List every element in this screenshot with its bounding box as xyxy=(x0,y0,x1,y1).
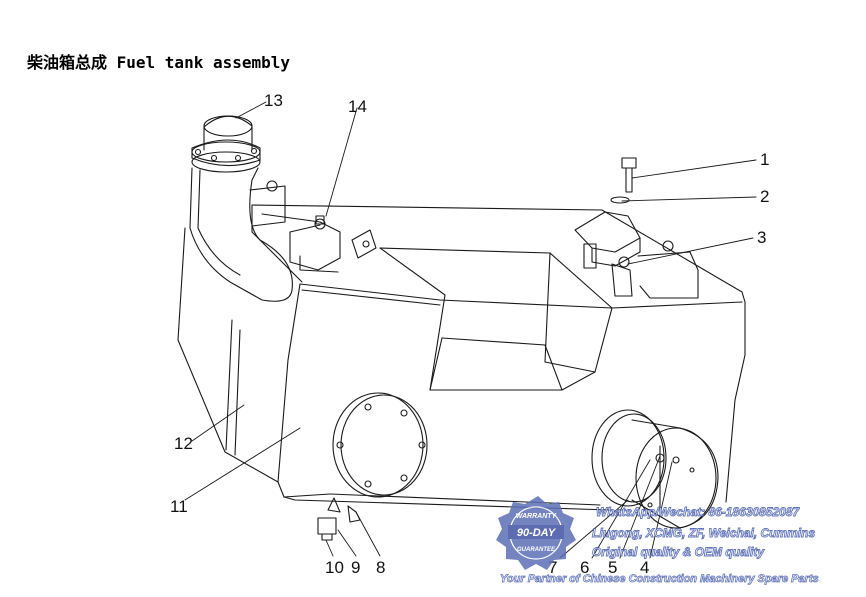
callout-10: 10 xyxy=(325,558,344,577)
callout-6: 6 xyxy=(580,558,589,577)
callout-11: 11 xyxy=(170,497,188,516)
watermark-line-3: Original quality & OEM quality xyxy=(592,545,765,559)
page-title: 柴油箱总成 Fuel tank assembly xyxy=(27,53,291,72)
right-bracket xyxy=(574,157,699,299)
callout-7: 7 xyxy=(548,558,557,577)
callout-12: 12 xyxy=(174,434,193,453)
watermark: WARRANTY 90-DAY GUARANTEE WhatsApp/Wecha… xyxy=(496,496,819,585)
callout-14: 14 xyxy=(348,97,367,116)
filler-neck xyxy=(189,115,293,302)
badge-bottom-text: GUARANTEE xyxy=(517,547,556,553)
callout-2: 2 xyxy=(760,187,769,206)
watermark-line-1: WhatsApp/Wechat: 86-18630852087 xyxy=(596,505,801,519)
callout-4: 4 xyxy=(640,558,649,577)
tank-body xyxy=(177,204,746,511)
callout-9: 9 xyxy=(351,558,360,577)
callout-5: 5 xyxy=(608,558,617,577)
right-port-assembly xyxy=(591,409,719,529)
drain-plug xyxy=(317,497,361,541)
callout-8: 8 xyxy=(376,558,385,577)
left-bracket xyxy=(249,180,377,273)
callout-13: 13 xyxy=(264,91,283,110)
leader-lines xyxy=(184,101,757,559)
badge-mid-text: 90-DAY xyxy=(517,527,557,539)
callout-1: 1 xyxy=(760,150,769,169)
callout-3: 3 xyxy=(757,228,766,247)
callout-labels: 1 2 3 4 5 6 7 8 9 10 11 12 13 14 xyxy=(170,91,769,577)
watermark-line-2: Liugong, XCMG, ZF, Weichai, Cummins xyxy=(592,526,815,540)
badge-top-text: WARRANTY xyxy=(516,513,558,520)
left-cover-plate xyxy=(332,392,428,498)
tank-recess xyxy=(379,247,613,391)
watermark-line-4: Your Partner of Chinese Construction Mac… xyxy=(500,573,819,585)
warranty-badge-icon: WARRANTY 90-DAY GUARANTEE xyxy=(496,496,576,570)
